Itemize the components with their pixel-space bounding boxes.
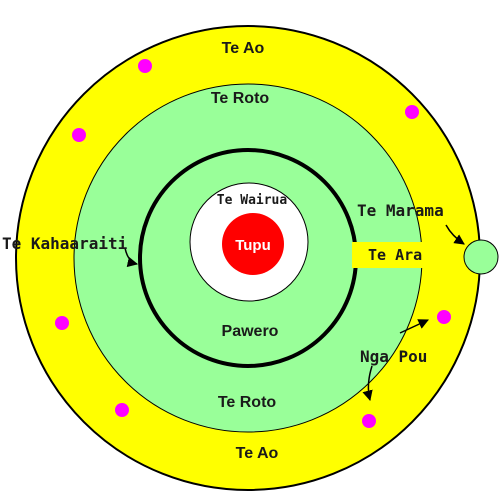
right-pointer-arrow xyxy=(445,224,465,245)
pillar-dot xyxy=(55,316,69,330)
inner-spirit-label: Te Wairua xyxy=(217,193,288,208)
path-label: Te Ara xyxy=(368,246,422,264)
right-pointer-label: Te Marama xyxy=(357,201,444,220)
pillar-dot xyxy=(115,403,129,417)
pillar-dot xyxy=(72,128,86,142)
pillar-dot xyxy=(138,59,152,73)
pillar-arrow-down xyxy=(362,365,373,402)
left-pointer-label: Te Kahaaraiti xyxy=(2,234,128,253)
pillar-dot xyxy=(437,310,451,324)
green-top-label: Te Roto xyxy=(211,90,270,107)
outer-top-label: Te Ao xyxy=(222,40,265,57)
green-bottom-label: Te Roto xyxy=(218,394,277,411)
pillar-arrow-up xyxy=(399,319,429,334)
pillars-label: Nga Pou xyxy=(360,347,427,366)
path-band xyxy=(352,242,472,268)
core-label: Tupu xyxy=(235,237,271,254)
outer-bottom-label: Te Ao xyxy=(236,445,279,462)
pillar-dot xyxy=(362,414,376,428)
inner-lower-label: Pawero xyxy=(222,323,279,340)
left-pointer-arrow xyxy=(124,247,139,268)
core-circle xyxy=(222,213,284,275)
pillar-dot xyxy=(405,105,419,119)
moon-circle xyxy=(463,239,499,275)
